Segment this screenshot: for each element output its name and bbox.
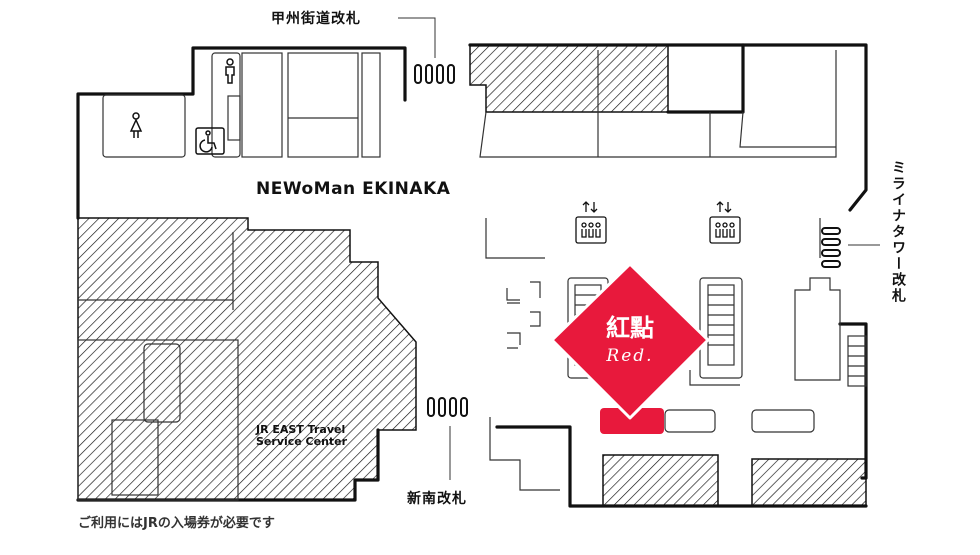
gate-icon: [427, 397, 468, 417]
wall-northeast: [741, 43, 868, 212]
store-name-en: Red.: [605, 346, 653, 366]
restroom-block-e: [361, 52, 381, 158]
elevator-icon: [709, 201, 741, 244]
entry-note: ご利用にはJRの入場券が必要です: [78, 516, 275, 531]
store-marker[interactable]: 紅點 Red.: [550, 262, 710, 434]
koshu-kaido-gate-label: 甲州街道改札: [271, 11, 361, 27]
wall-west: [76, 46, 407, 220]
wall-south: [495, 425, 868, 508]
accessible-restroom-icon: [195, 127, 225, 155]
restroom-icons: [129, 58, 235, 155]
store-name-cn: 紅點: [606, 313, 654, 342]
store-location: [600, 408, 664, 434]
gate-icon: [821, 227, 841, 268]
male-restroom-icon: [225, 58, 235, 84]
wall-bottom-left: [76, 428, 380, 502]
wall-east: [838, 322, 868, 480]
jr-center-label: JR EAST Travel Service Center: [256, 423, 348, 448]
gate-icons: [414, 64, 841, 417]
store-diamond: [550, 262, 710, 420]
hatched-area-top-center: [469, 44, 669, 113]
miraina-tower-gate-label: ミライナタワー改札: [890, 160, 906, 304]
restricted-areas: [77, 44, 867, 507]
elevator-icon: [575, 201, 607, 244]
gate-icon: [414, 64, 455, 84]
hatched-area-bottom-left: [77, 217, 417, 501]
female-restroom-icon: [129, 112, 143, 138]
hatched-area-bottom-b: [751, 458, 867, 507]
wall-north: [468, 43, 745, 114]
shin-minami-gate-label: 新南改札: [407, 491, 467, 507]
restroom-block-a: [102, 94, 186, 158]
restroom-block-c: [241, 52, 283, 158]
newoman-area-label: NEWoMan EKINAKA: [256, 179, 451, 199]
walls: [76, 43, 868, 508]
interior-lines: [77, 50, 837, 501]
elevator-icons: [575, 201, 741, 244]
leader-lines: [398, 17, 880, 480]
restroom-block-d: [287, 52, 359, 158]
hatched-area-bottom-a: [602, 454, 719, 507]
